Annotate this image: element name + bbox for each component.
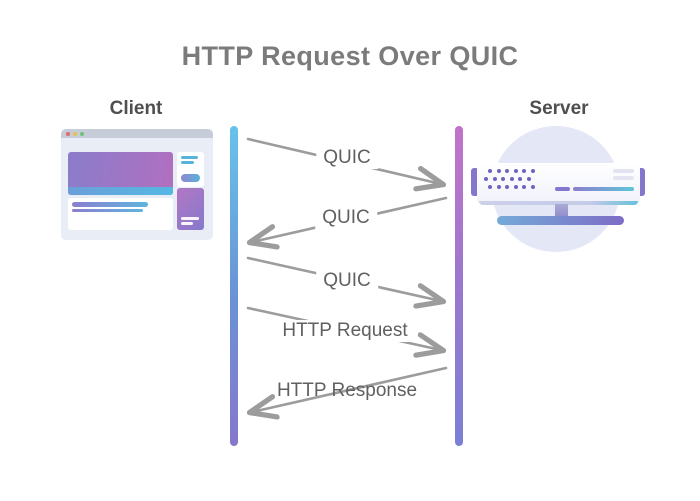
text-line — [72, 202, 148, 207]
client-browser-icon — [61, 129, 213, 240]
server-detail-line — [613, 176, 634, 180]
browser-content-card — [68, 198, 173, 230]
arrow-http-response — [246, 366, 448, 420]
server-lifeline — [455, 126, 463, 446]
client-lifeline — [230, 126, 238, 446]
message-label-http-request: HTTP Request — [275, 320, 415, 342]
browser-close-dot-icon — [66, 132, 70, 136]
button-pill — [181, 174, 200, 182]
server-status-bar — [573, 187, 634, 191]
server-right-bracket — [637, 168, 645, 196]
browser-side-panel — [177, 188, 204, 230]
text-line — [181, 156, 198, 159]
diagram-title: HTTP Request Over QUIC — [181, 41, 519, 71]
server-stand-base — [497, 216, 624, 225]
text-line — [181, 217, 199, 220]
client-label: Client — [109, 98, 163, 119]
browser-minimize-dot-icon — [73, 132, 77, 136]
server-rack-icon — [477, 163, 640, 205]
vent-dots-row — [488, 185, 539, 189]
browser-hero-strip — [68, 187, 173, 195]
message-label-http-response: HTTP Response — [276, 380, 418, 401]
vent-dots-row — [488, 169, 539, 173]
message-label-quic-1: QUIC — [316, 147, 378, 169]
browser-hero-banner — [68, 152, 173, 195]
server-detail-line — [613, 169, 634, 173]
text-line — [72, 209, 143, 212]
browser-titlebar — [61, 129, 213, 138]
server-stand-stem — [555, 204, 568, 219]
browser-maximize-dot-icon — [80, 132, 84, 136]
server-left-bracket — [471, 168, 479, 196]
text-line — [181, 161, 194, 164]
message-label-quic-2: QUIC — [315, 207, 377, 229]
vent-dots-row — [484, 177, 535, 181]
browser-side-card — [177, 152, 204, 187]
text-line — [181, 222, 193, 225]
message-label-quic-3: QUIC — [316, 270, 378, 292]
server-label: Server — [529, 98, 589, 119]
server-status-dash — [555, 187, 570, 191]
